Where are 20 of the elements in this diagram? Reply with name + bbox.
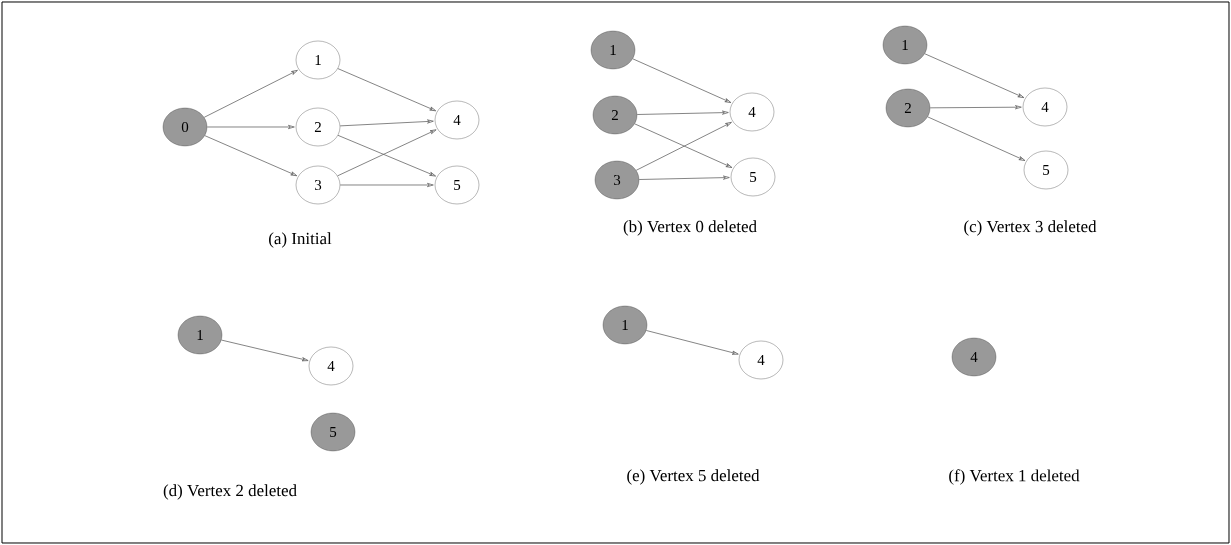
arrow [929,105,1022,110]
arrow [632,58,732,103]
arrow [645,330,739,355]
arrow [337,68,437,112]
panel-caption: (e) Vertex 5 deleted [627,469,760,485]
arrow [924,53,1025,99]
panel-caption: (f) Vertex 1 deleted [949,469,1080,485]
arrow [927,116,1026,161]
arrow [339,119,434,127]
panel-caption: (c) Vertex 3 deleted [964,220,1097,236]
arrow [339,182,434,188]
arrow [221,339,309,362]
panel-caption: (b) Vertex 0 deleted [623,220,757,236]
panel-caption: (a) Initial [269,232,332,248]
arrow [203,69,298,118]
arrow [204,135,298,177]
arrow [206,124,295,130]
arrow [636,110,729,115]
panel-caption: (d) Vertex 2 deleted [163,484,297,500]
arrow [638,175,730,180]
